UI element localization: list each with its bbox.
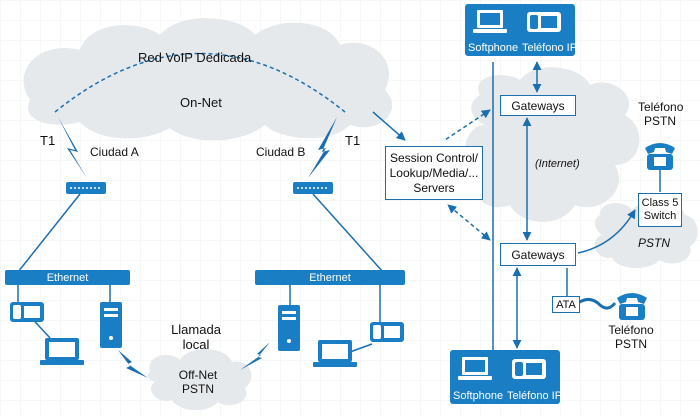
gateways-top: Gateways bbox=[500, 95, 576, 116]
laptop-icon bbox=[40, 338, 84, 365]
top-endpoints-panel: Softphone Teléfono IP bbox=[465, 4, 578, 56]
ethernet-bar-a: Ethernet bbox=[5, 270, 130, 285]
internet-label: (Internet) bbox=[535, 158, 580, 170]
local-call-line1: Llamada bbox=[171, 322, 221, 337]
ip-phone-icon bbox=[370, 322, 404, 342]
local-call-label: Llamada local bbox=[168, 322, 224, 352]
switch-icon bbox=[66, 182, 106, 194]
ethernet-bar-b: Ethernet bbox=[255, 270, 405, 285]
top-ip-phone-label: Teléfono IP bbox=[522, 42, 578, 54]
on-net-cloud-subtitle: On-Net bbox=[180, 95, 222, 110]
lightning-icon bbox=[118, 350, 148, 378]
lightning-icon bbox=[308, 117, 337, 178]
session-control-servers: Session Control/ Lookup/Media/... Server… bbox=[385, 146, 483, 200]
server-tower-icon bbox=[100, 302, 122, 348]
off-net-line1: Off-Net bbox=[178, 368, 218, 382]
pstn-phone-bottom-label: Teléfono PSTN bbox=[608, 323, 654, 352]
pstn-phone-bottom-line2: PSTN bbox=[614, 337, 647, 352]
site-b-link-label: T1 bbox=[345, 133, 361, 148]
laptop-icon bbox=[458, 357, 492, 380]
ip-phone-icon bbox=[512, 359, 546, 379]
server-tower-icon bbox=[278, 305, 300, 351]
bottom-ip-phone-label: Teléfono IP bbox=[507, 390, 563, 402]
off-net-line2: PSTN bbox=[181, 382, 214, 396]
site-a-link-label: T1 bbox=[40, 133, 56, 148]
bottom-endpoints-panel: Softphone Teléfono IP bbox=[450, 350, 563, 404]
pstn-phone-top-line2: PSTN bbox=[643, 114, 676, 129]
pstn-phone-top-label: Teléfono PSTN bbox=[638, 100, 684, 129]
ip-phone-icon bbox=[10, 302, 44, 322]
off-net-cloud bbox=[147, 348, 252, 411]
pstn-phone-link bbox=[577, 298, 617, 310]
servers-line3: Servers bbox=[413, 180, 455, 195]
pstn-cloud-label: PSTN bbox=[638, 236, 671, 250]
pstn-phone-icon bbox=[645, 143, 675, 170]
local-call-line2: local bbox=[182, 337, 210, 352]
class5-line2: Switch bbox=[643, 210, 677, 222]
on-net-cloud-title: Red VoIP Dedicada bbox=[138, 50, 252, 65]
off-net-label: Off-Net PSTN bbox=[172, 368, 224, 396]
pstn-phone-icon bbox=[617, 293, 647, 320]
switch-icon bbox=[293, 182, 333, 194]
on-net-cloud bbox=[23, 18, 393, 141]
pstn-phone-top-line1: Teléfono bbox=[638, 100, 684, 114]
laptop-icon bbox=[313, 340, 357, 367]
servers-line2: Lookup/Media/... bbox=[389, 165, 479, 180]
bottom-softphone-label: Softphone bbox=[453, 390, 504, 402]
top-softphone-label: Softphone bbox=[468, 42, 519, 54]
gateways-bottom: Gateways bbox=[500, 243, 576, 266]
ip-phone-icon bbox=[527, 12, 561, 32]
lightning-icon bbox=[240, 342, 270, 370]
pstn-phone-bottom-line1: Teléfono bbox=[608, 323, 654, 337]
site-a-city: Ciudad A bbox=[90, 145, 139, 159]
class5-line1: Class 5 bbox=[641, 196, 679, 209]
laptop-icon bbox=[473, 10, 507, 33]
ata-box: ATA bbox=[552, 296, 580, 313]
servers-line1: Session Control/ bbox=[389, 150, 479, 165]
class5-switch: Class 5 Switch bbox=[638, 193, 682, 227]
site-b-city: Ciudad B bbox=[256, 145, 306, 159]
